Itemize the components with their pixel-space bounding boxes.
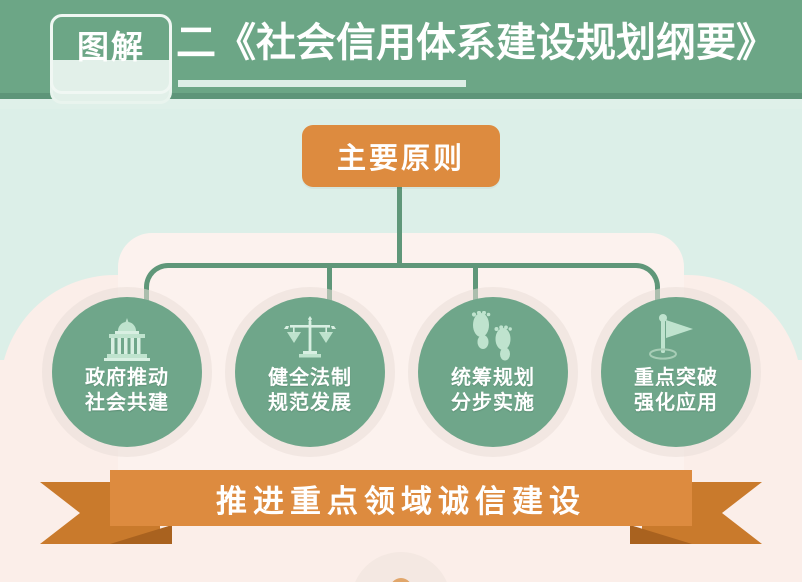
flag-icon — [649, 309, 703, 361]
principle-label-4-line2: 强化应用 — [634, 390, 718, 414]
principle-node-2[interactable]: 健全法制 规范发展 — [225, 287, 395, 457]
connector-trunk — [397, 187, 402, 265]
pink-inner-panel — [118, 233, 684, 493]
principle-label-3-line2: 分步实施 — [451, 390, 535, 414]
circle-body: 健全法制 规范发展 — [235, 297, 385, 447]
scales-of-justice-icon — [283, 309, 337, 361]
principle-label-1: 政府推动 社会共建 — [85, 365, 169, 415]
circle-body: 政府推动 社会共建 — [52, 297, 202, 447]
badge-lower-plate — [50, 60, 172, 104]
circle-body: 重点突破 强化应用 — [601, 297, 751, 447]
badge-label: 图解 — [76, 28, 145, 66]
principle-node-4[interactable]: 重点突破 强化应用 — [591, 287, 761, 457]
section-banner[interactable]: 推进重点领域诚信建设 — [110, 470, 692, 526]
main-principles-node[interactable]: 主要原则 — [302, 125, 500, 187]
principle-node-1[interactable]: 政府推动 社会共建 — [42, 287, 212, 457]
principle-label-1-line1: 政府推动 — [85, 365, 169, 389]
government-building-icon — [99, 309, 155, 361]
next-section-hint-dot — [390, 578, 412, 582]
title-underline — [178, 80, 466, 87]
circle-body: 统筹规划 分步实施 — [418, 297, 568, 447]
main-principles-label: 主要原则 — [336, 141, 465, 175]
principle-label-4-line1: 重点突破 — [634, 365, 718, 389]
principle-node-3[interactable]: 统筹规划 分步实施 — [408, 287, 578, 457]
header-band-shadow — [0, 93, 802, 99]
principle-label-1-line2: 社会共建 — [85, 390, 169, 414]
principle-label-3: 统筹规划 分步实施 — [451, 365, 535, 415]
principle-label-2-line2: 规范发展 — [268, 390, 352, 414]
principle-label-3-line1: 统筹规划 — [451, 365, 535, 389]
principle-label-2: 健全法制 规范发展 — [268, 365, 352, 415]
section-banner-label: 推进重点领域诚信建设 — [216, 483, 586, 520]
page-title: 二《社会信用体系建设规划纲要》 — [176, 20, 776, 66]
badge-outline — [50, 14, 172, 94]
connector-bus — [144, 263, 660, 311]
footprints-icon — [466, 309, 520, 361]
header-underband — [0, 99, 802, 109]
principle-label-4: 重点突破 强化应用 — [634, 365, 718, 415]
principle-label-2-line1: 健全法制 — [268, 365, 352, 389]
